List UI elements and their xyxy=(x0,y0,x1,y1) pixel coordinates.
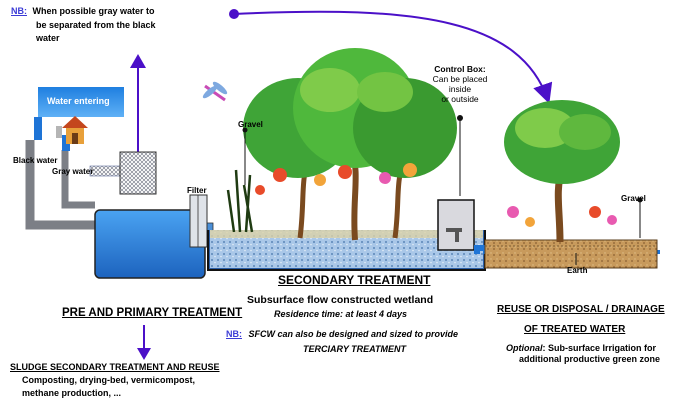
water-entering-box xyxy=(38,87,124,117)
reuse-tree xyxy=(504,100,643,265)
secondary-nb-text: SFCW can also be designed and sized to p… xyxy=(248,329,459,339)
gravel-left-label: Gravel xyxy=(238,120,263,129)
water-entering-label: Water entering xyxy=(47,96,110,106)
reuse-optional-line: Optional: Sub-surface Irrigation for xyxy=(506,343,656,353)
sludge-title: SLUDGE SECONDARY TREATMENT AND REUSE xyxy=(10,362,220,372)
dragonfly-icon xyxy=(202,81,228,102)
down-arrowhead xyxy=(137,348,151,360)
filter-label: Filter xyxy=(187,186,207,195)
control-box-title: Control Box: xyxy=(434,64,486,74)
black-water-pipe xyxy=(25,140,95,230)
control-box-label: Control Box: Can be placed inside or out… xyxy=(420,64,500,104)
primary-tank xyxy=(94,209,206,279)
gray-water-pipe xyxy=(61,150,95,209)
reuse-title-1: REUSE OR DISPOSAL / DRAINAGE xyxy=(497,304,665,315)
nb-text-line2: be separated from the black xyxy=(36,20,156,30)
gray-water-label: Gray water xyxy=(52,167,94,176)
control-box-text-1: Can be placed xyxy=(432,74,488,84)
wetland-trees xyxy=(243,48,457,241)
gravel-right-label: Gravel xyxy=(621,194,646,203)
control-box xyxy=(437,199,475,251)
nb-label: NB: When possible gray water to xyxy=(11,6,155,16)
sludge-line-2: methane production, ... xyxy=(22,388,122,398)
control-box-text-3: or outside xyxy=(441,94,479,104)
nb-text-line3: water xyxy=(36,33,60,43)
house-icon xyxy=(56,116,88,144)
primary-treatment-title: PRE AND PRIMARY TREATMENT xyxy=(62,307,243,319)
nb-text-line1: When possible gray water to xyxy=(32,6,155,16)
filter-box xyxy=(189,194,208,248)
reuse-optional-text-2: additional productive green zone xyxy=(519,354,661,364)
up-arrowhead xyxy=(130,54,146,68)
grease-trap-box xyxy=(119,151,157,195)
reuse-optional-label: Optional xyxy=(506,343,543,353)
sludge-line-1: Composting, drying-bed, vermicompost, xyxy=(22,375,196,385)
nb-prefix: NB: xyxy=(11,6,27,16)
earth-zone xyxy=(484,239,658,269)
secondary-nb-prefix: NB: xyxy=(226,329,242,339)
secondary-treatment-title: SECONDARY TREATMENT xyxy=(278,273,431,287)
gray-water-arrow xyxy=(233,10,553,104)
reeds xyxy=(226,127,254,233)
terciary-treatment: TERCIARY TREATMENT xyxy=(303,344,407,354)
secondary-subtitle: Subsurface flow constructed wetland xyxy=(247,294,434,306)
earth-label: Earth xyxy=(567,266,588,275)
secondary-nb: NB: SFCW can also be designed and sized … xyxy=(226,329,458,339)
residence-time: Residence time: at least 4 days xyxy=(274,309,408,319)
reuse-title-2: OF TREATED WATER xyxy=(524,324,626,335)
control-box-text-2: inside xyxy=(448,84,472,94)
reuse-optional-text: : Sub-surface Irrigation for xyxy=(542,343,657,353)
black-water-label: Black water xyxy=(13,156,58,165)
